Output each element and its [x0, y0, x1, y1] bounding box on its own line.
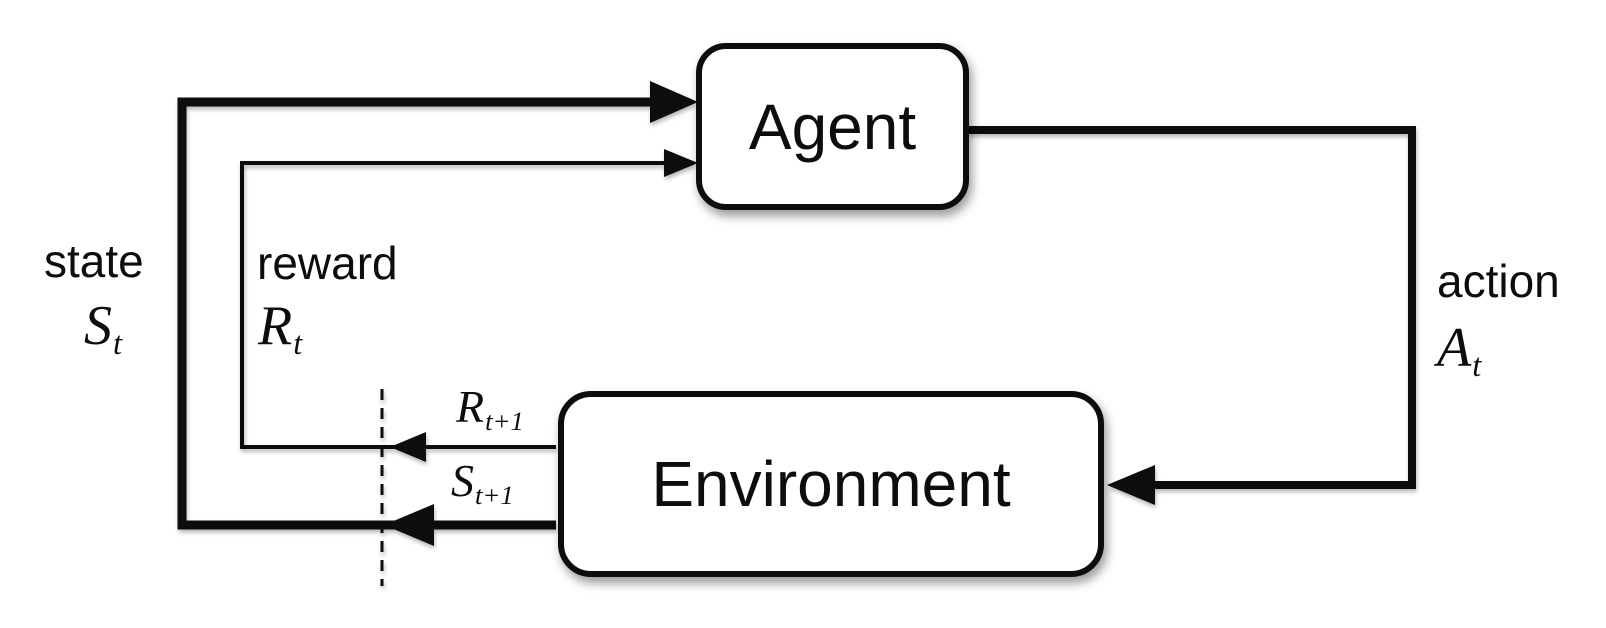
- action-signal-line: [967, 126, 1416, 489]
- reward-symbol-subscript: t: [293, 325, 303, 362]
- next-reward-symbol-label: Rt+1: [456, 381, 524, 435]
- state-symbol-subscript: t: [113, 325, 123, 362]
- action-symbol-label: At: [1437, 317, 1481, 382]
- state-symbol-main: S: [84, 295, 112, 357]
- reward-to-agent-arrowhead-icon: [664, 149, 698, 177]
- next-state-arrowhead-icon: [384, 504, 434, 546]
- next-state-symbol-subscript: t+1: [475, 480, 514, 510]
- next-reward-symbol-main: R: [456, 381, 485, 432]
- state-signal-line: [177, 97, 655, 530]
- action-symbol-subscript: t: [1472, 347, 1482, 384]
- action-to-environment-arrowhead-icon: [1107, 465, 1155, 505]
- reward-symbol-main: R: [258, 295, 293, 357]
- reward-symbol-label: Rt: [258, 295, 302, 360]
- next-state-symbol-label: St+1: [451, 455, 514, 509]
- action-symbol-main: A: [1437, 317, 1472, 379]
- state-to-agent-arrowhead-icon: [650, 81, 698, 123]
- environment-box: [558, 391, 1104, 577]
- next-state-symbol-main: S: [451, 455, 474, 506]
- action-word-label: action: [1437, 255, 1560, 307]
- next-reward-arrowhead-icon: [390, 432, 426, 462]
- state-symbol-label: St: [84, 295, 122, 360]
- reward-word-label: reward: [257, 237, 398, 289]
- next-reward-symbol-subscript: t+1: [485, 406, 524, 436]
- state-word-label: state: [44, 235, 144, 287]
- agent-box: [696, 43, 969, 210]
